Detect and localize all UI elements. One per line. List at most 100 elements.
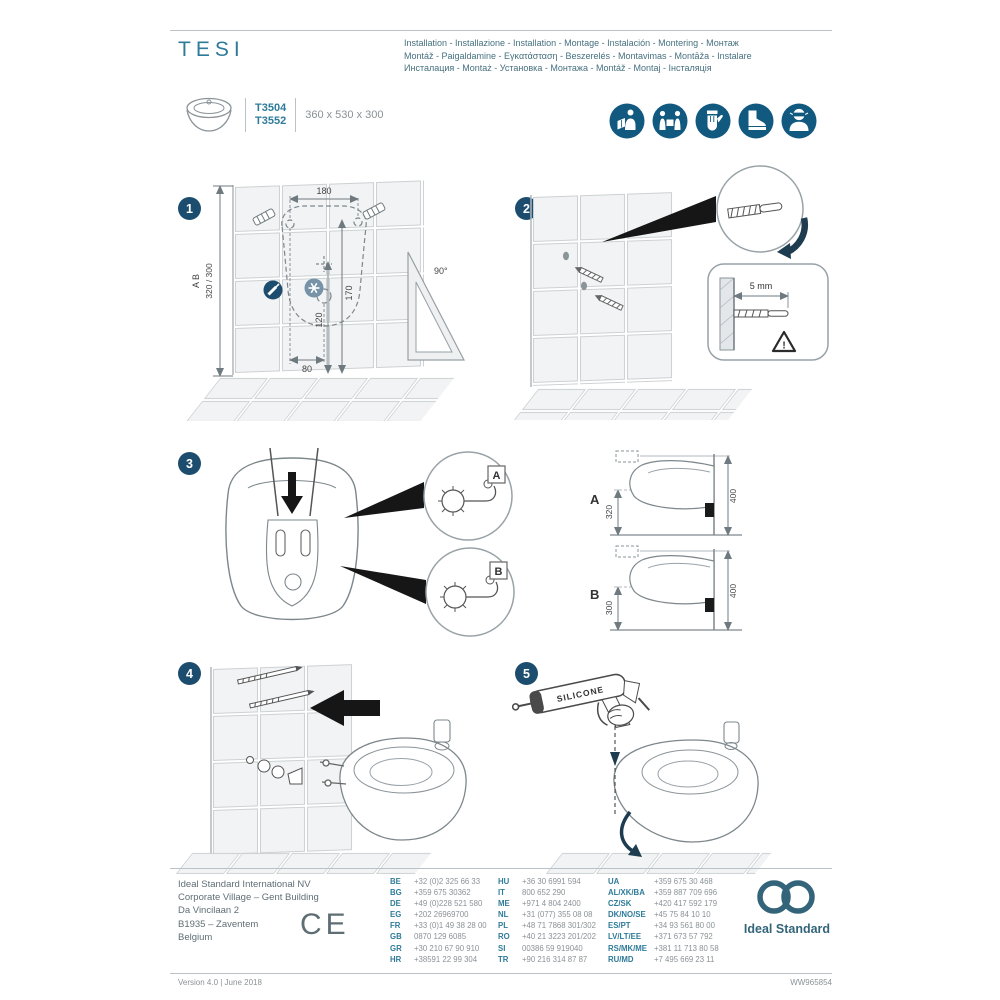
product-info: T3504 T3552 360 x 530 x 300	[182, 94, 384, 136]
company-line: Belgium	[178, 931, 213, 943]
country-code: IT	[498, 888, 505, 898]
phone-row: RU/MD +7 495 669 23 11	[608, 954, 719, 965]
view-b-label: B	[590, 587, 599, 602]
phone-number: +34 93 561 80 00	[654, 921, 715, 931]
warning-icon: !	[771, 330, 797, 353]
divider	[295, 98, 297, 132]
phone-row: RS/MK/ME+381 11 713 80 58	[608, 943, 719, 954]
ce-mark: CE	[300, 908, 350, 941]
brand-name: Ideal Standard	[743, 922, 831, 936]
svg-text:!: !	[782, 341, 785, 352]
bidet-icon	[186, 97, 232, 132]
protrusion-detail: 5 mm !	[707, 263, 829, 361]
callout-pointer	[344, 482, 424, 518]
country-code: PL	[498, 921, 508, 931]
language-list: Installation - Installazione - Installat…	[404, 37, 836, 75]
phone-row: BG+359 675 30362	[390, 887, 487, 898]
phone-row: PL+48 71 7868 301/302	[498, 920, 596, 931]
phone-row: UA +359 675 30 468	[608, 876, 719, 887]
caulk-gun: SILICONE	[511, 673, 651, 728]
side-view-a: A 320 400	[590, 450, 742, 536]
country-code: UA	[608, 877, 620, 886]
country-code: DE	[390, 899, 401, 909]
dim-offset-label: 80	[302, 364, 312, 374]
screw-callout	[716, 165, 804, 253]
rotate-arrow	[777, 217, 808, 259]
plug-icon	[304, 278, 324, 298]
bottom-rule	[170, 973, 832, 974]
view-b-total-label: 400	[728, 584, 738, 598]
protrusion-label: 5 mm	[750, 281, 773, 291]
country-code: RU/MD	[608, 954, 634, 964]
phone-row: ES/PT+34 93 561 80 00	[608, 920, 719, 931]
step1-illustration: 180 170 120 80 A B 320 / 300 90°	[185, 179, 465, 421]
phone-row: FR +33 (0)1 49 38 28 00	[390, 920, 487, 931]
read-instructions-icon	[609, 103, 645, 139]
phone-number: +45 75 84 10 10	[654, 910, 711, 920]
safety-icons	[608, 102, 818, 140]
phone-row: ME+971 4 804 2400	[498, 898, 596, 909]
country-code: DK/NO/SE	[608, 910, 646, 920]
phone-number: +49 (0)228 521 580	[414, 899, 483, 909]
view-b-height-label: 300	[604, 601, 614, 615]
country-code: HR	[390, 954, 402, 964]
phone-number: +30 210 67 90 910	[414, 943, 480, 953]
down-arrow	[610, 752, 620, 766]
country-code: HU	[498, 877, 510, 886]
step-badge-4: 4	[178, 662, 201, 685]
header-rule	[170, 30, 832, 31]
protective-gloves-icon	[695, 103, 731, 139]
callout-pointer	[340, 566, 426, 604]
phone-row: AL/XK/BA +359 887 709 696	[608, 887, 719, 898]
step4-illustration	[172, 663, 467, 874]
callout-b-label: B	[495, 566, 503, 578]
company-line: Corporate Village – Gent Building	[178, 892, 319, 904]
dimension-lines	[213, 185, 359, 377]
bracket-callout-b: B	[425, 547, 515, 637]
ideal-standard-logo-icon	[757, 880, 815, 914]
phone-number: +381 11 713 80 58	[654, 943, 719, 953]
phone-row: TR+90 216 314 87 87	[498, 954, 596, 965]
company-address: Ideal Standard International NV Corporat…	[178, 878, 319, 944]
view-a-height-label: 320	[604, 505, 614, 519]
language-line: Инсталация - Montaż - Установка - Монтаж…	[404, 63, 712, 73]
product-codes: T3504 T3552	[255, 102, 286, 128]
phone-number: +359 675 30 468	[654, 877, 713, 886]
phone-number: 00386 59 919040	[522, 943, 583, 953]
product-dimensions: 360 x 530 x 300	[305, 109, 384, 121]
phone-row: NL+31 (077) 355 08 08	[498, 909, 596, 920]
phone-row: DE +49 (0)228 521 580	[390, 898, 487, 909]
bidet-side-view	[613, 721, 759, 843]
dim-height-inner-label: 120	[314, 312, 324, 327]
fixing-bolts	[236, 665, 315, 709]
country-code: FR	[390, 921, 401, 931]
phone-list-col2: HU +36 30 6991 594 IT 800 652 290 ME+971 4…	[498, 876, 596, 965]
phone-row: CZ/SK+420 417 592 179	[608, 898, 719, 909]
step-badge-5: 5	[515, 662, 538, 685]
document-code: WW965854	[790, 978, 832, 987]
phone-number: +33 (0)1 49 38 28 00	[414, 921, 487, 931]
footer-rule	[170, 868, 832, 869]
phone-number: +36 30 6991 594	[522, 877, 581, 886]
bidet-side-view	[319, 719, 467, 841]
language-line: Montáž - Paigaldamine - Εγκατάσταση - Be…	[404, 50, 752, 61]
wall-plug	[252, 208, 276, 226]
drill-icon	[263, 280, 283, 300]
phone-number: +420 417 592 179	[654, 899, 718, 909]
phone-number: +38591 22 99 304	[414, 954, 478, 964]
phone-number: +7 495 669 23 11	[654, 954, 715, 964]
phone-number: 0870 129 6085	[414, 932, 467, 942]
view-a-label: A	[590, 492, 600, 507]
phone-row: IT 800 652 290	[498, 887, 596, 898]
phone-number: +359 887 709 696	[654, 888, 718, 898]
model-labels: A B	[191, 274, 201, 288]
country-code: AL/XK/BA	[608, 888, 645, 898]
phone-number: 800 652 290	[522, 888, 566, 898]
phone-row: RO+40 21 3223 201/202	[498, 931, 596, 942]
phone-number: +202 26969700	[414, 910, 469, 920]
phone-number: +359 675 30362	[414, 888, 471, 898]
country-code: TR	[498, 954, 509, 964]
model-heights-label: 320 / 300	[204, 263, 214, 299]
